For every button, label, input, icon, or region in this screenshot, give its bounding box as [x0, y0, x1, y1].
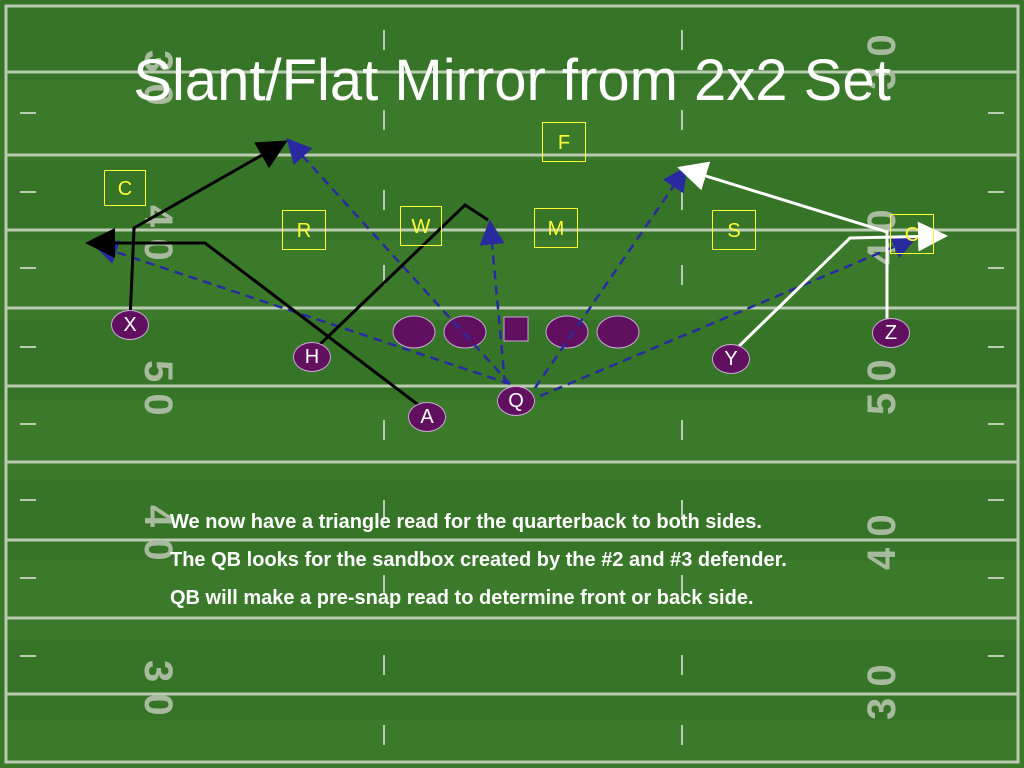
- note-line: QB will make a pre-snap read to determin…: [170, 587, 754, 609]
- right-tackle: [596, 315, 640, 349]
- field-border: [4, 4, 1020, 764]
- player-q: Q: [497, 386, 535, 416]
- yard-lines: [6, 70, 1018, 696]
- defender-rover: R: [282, 210, 326, 250]
- defender-strong-safety: S: [712, 210, 756, 250]
- player-a: A: [408, 402, 446, 432]
- route-h-seam: [310, 203, 489, 354]
- route-x-slant: [128, 140, 288, 321]
- qb-read-lines: [92, 138, 918, 398]
- yard-numbers-left: 3 0 4 0 5 0 4 0 3 0: [136, 50, 180, 716]
- left-guard: [443, 315, 487, 349]
- player-h: H: [293, 342, 331, 372]
- yard-number: 3 0: [860, 34, 904, 90]
- defender-free-safety: F: [542, 122, 586, 162]
- defender-corner-left: C: [104, 170, 146, 206]
- route-a-flat: [85, 228, 426, 412]
- route-y-flat: [731, 221, 948, 354]
- hash-marks: [20, 30, 1004, 745]
- yard-number: 5 0: [136, 360, 180, 416]
- read-line-to-left-flat: [92, 240, 511, 386]
- yard-number: 4 0: [860, 514, 904, 570]
- player-y: Y: [712, 344, 750, 374]
- offensive-line: [392, 315, 640, 349]
- defender-will: W: [400, 206, 442, 246]
- route-z-slant: [677, 161, 889, 320]
- note-line: We now have a triangle read for the quar…: [170, 511, 762, 533]
- yard-number: 3 0: [136, 50, 180, 106]
- yard-numbers-right: 3 0 4 0 5 0 4 0 3 0: [860, 34, 904, 720]
- yard-number: 3 0: [136, 660, 180, 716]
- left-tackle: [392, 315, 436, 349]
- player-x: X: [111, 310, 149, 340]
- defender-mike: M: [534, 208, 578, 248]
- read-line-to-middle: [479, 219, 507, 385]
- center: [503, 316, 529, 342]
- read-line-to-right-flat: [539, 235, 918, 398]
- note-line: The QB looks for the sandbox created by …: [170, 549, 787, 571]
- player-z: Z: [872, 318, 910, 348]
- yard-number: 3 0: [860, 664, 904, 720]
- routes-left: [85, 140, 489, 412]
- yard-number: 5 0: [860, 359, 904, 415]
- defender-corner-right: C: [890, 214, 934, 254]
- read-line-to-left-deep: [286, 138, 511, 385]
- slide-title: Slant/Flat Mirror from 2x2 Set: [133, 48, 891, 113]
- routes-right: [677, 161, 948, 354]
- slide-notes: We now have a triangle read for the quar…: [170, 508, 950, 622]
- yard-number: 4 0: [136, 505, 180, 561]
